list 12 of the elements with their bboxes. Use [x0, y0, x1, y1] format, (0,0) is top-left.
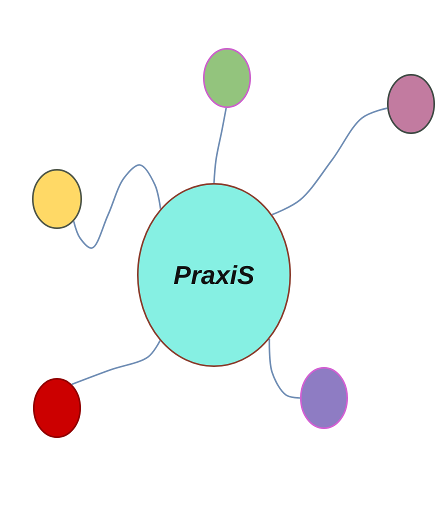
- connector-line: [213, 108, 227, 184]
- connector-line: [272, 107, 388, 216]
- circle-node: [203, 48, 251, 108]
- circle-node: [387, 74, 435, 134]
- circle-node: [32, 169, 82, 229]
- hub-ellipse: [137, 183, 291, 367]
- circle-node: [300, 367, 348, 429]
- circle-node: [33, 378, 81, 438]
- connector-line: [72, 164, 162, 249]
- node-label: PraxiS: [174, 260, 254, 290]
- connector-line: [71, 340, 161, 386]
- connector-line: [268, 338, 300, 399]
